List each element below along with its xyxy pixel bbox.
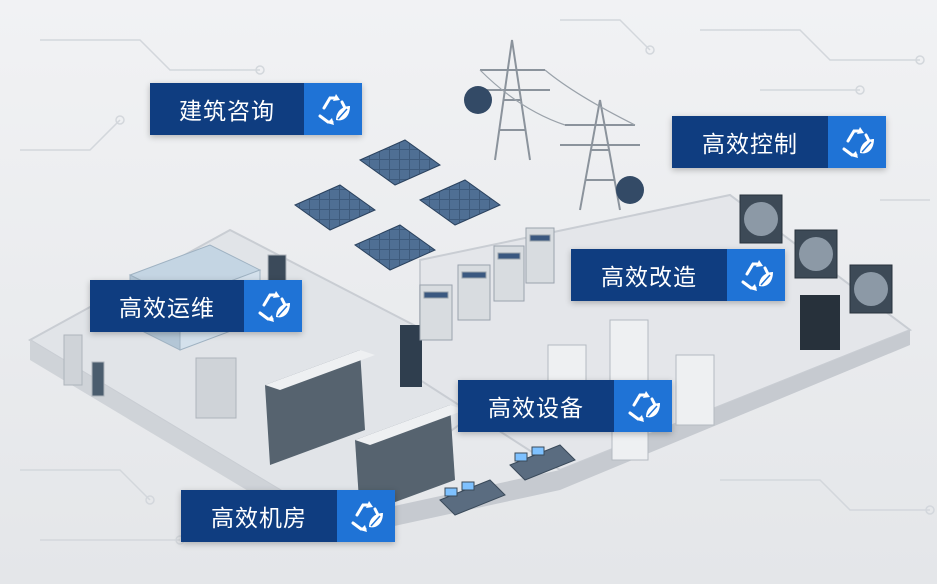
label-efficient-equipment-text: 高效设备 bbox=[458, 380, 614, 432]
cabinet-row-left bbox=[63, 254, 287, 419]
label-building-consulting: 建筑咨询 bbox=[150, 83, 362, 135]
label-efficient-operations: 高效运维 bbox=[90, 280, 302, 332]
label-efficient-machine-room: 高效机房 bbox=[181, 490, 395, 542]
power-tower-1 bbox=[475, 39, 550, 161]
recycle-leaf-icon bbox=[244, 280, 302, 332]
label-efficient-retrofit: 高效改造 bbox=[571, 249, 785, 301]
recycle-leaf-icon bbox=[727, 249, 785, 301]
label-efficient-operations-text: 高效运维 bbox=[90, 280, 244, 332]
control-desks bbox=[439, 444, 576, 516]
solar-panels bbox=[293, 139, 502, 271]
label-efficient-control: 高效控制 bbox=[672, 116, 886, 168]
power-lines bbox=[479, 69, 636, 126]
label-efficient-equipment: 高效设备 bbox=[458, 380, 672, 432]
dark-cabinet bbox=[400, 325, 422, 387]
recycle-leaf-icon bbox=[614, 380, 672, 432]
server-racks-upper bbox=[265, 350, 375, 465]
label-efficient-machine-room-text: 高效机房 bbox=[181, 490, 337, 542]
server-racks-lower bbox=[355, 405, 465, 515]
label-efficient-control-text: 高效控制 bbox=[672, 116, 828, 168]
circuit-lines bbox=[20, 19, 930, 541]
power-tower-2 bbox=[560, 99, 640, 211]
recycle-leaf-icon bbox=[828, 116, 886, 168]
recycle-leaf-icon bbox=[304, 83, 362, 135]
recycle-leaf-icon bbox=[337, 490, 395, 542]
label-efficient-retrofit-text: 高效改造 bbox=[571, 249, 727, 301]
cooling-fans bbox=[739, 194, 893, 350]
cabinet-cluster-middle bbox=[419, 227, 555, 341]
insulators bbox=[464, 86, 644, 204]
label-building-consulting-text: 建筑咨询 bbox=[150, 83, 304, 135]
